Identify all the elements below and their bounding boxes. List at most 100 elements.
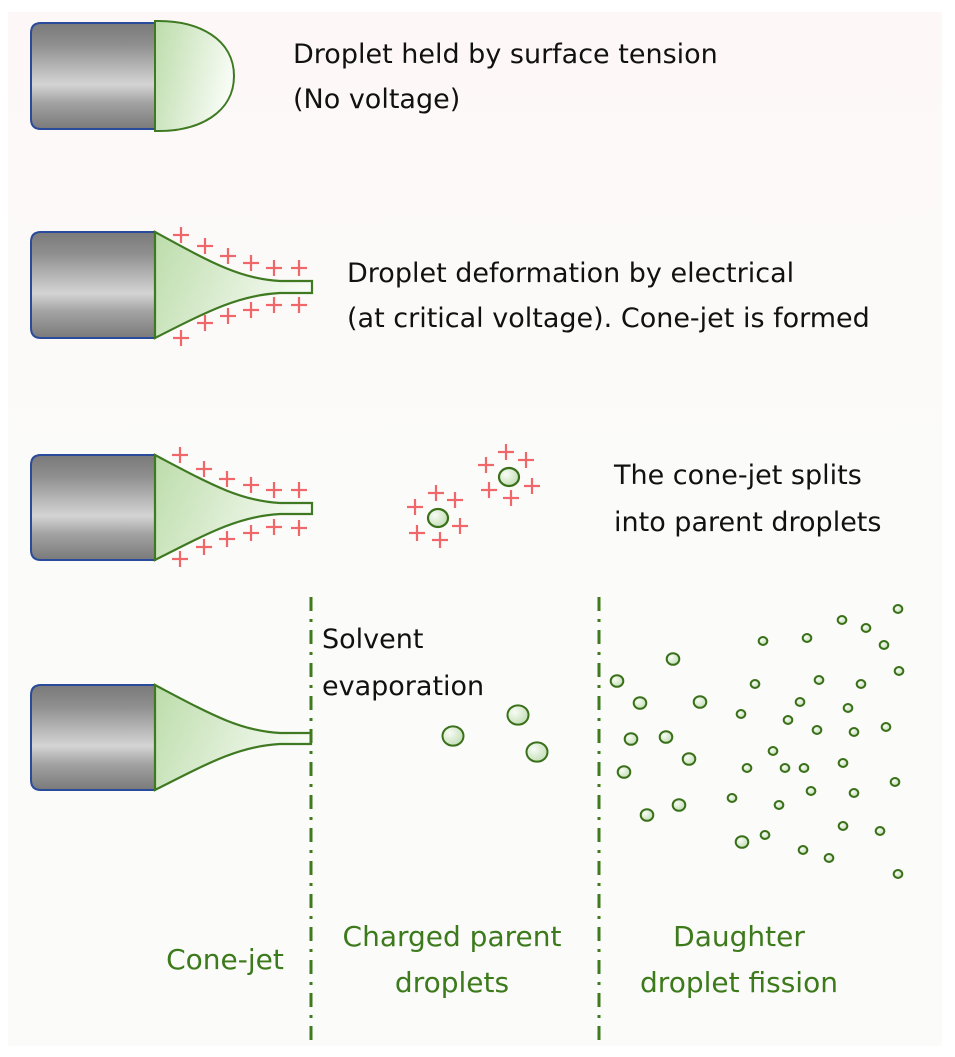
daughter-droplet: [794, 697, 806, 707]
daughter-droplet: [892, 604, 904, 614]
daughter-droplet: [837, 758, 849, 768]
daughter-droplet: [797, 845, 809, 855]
daughter-droplet: [848, 727, 860, 737]
nozzle: [30, 454, 156, 561]
daughter-droplet: [836, 615, 848, 625]
caption-line-2: evaporation: [322, 671, 484, 702]
plus-charge-icon: [219, 471, 235, 487]
plus-charge-icon: [197, 315, 213, 331]
daughter-droplet: [779, 763, 791, 773]
stage-critical-voltage: Droplet deformation by electrical (at cr…: [30, 227, 870, 346]
daughter-droplet: [798, 763, 810, 773]
plus-charge-icon: [478, 457, 494, 473]
stage-jet-split: The cone-jet splits into parent droplets: [30, 444, 881, 567]
daughter-droplet: [811, 725, 823, 735]
daughter-droplet: [623, 732, 639, 746]
parent-droplet-group: [441, 704, 549, 763]
section-label-cone-jet: Cone-jet: [166, 943, 284, 976]
plus-charge-icon: [447, 492, 463, 508]
section-label-parent-line-2: droplets: [395, 966, 509, 999]
daughter-droplet-group: [609, 604, 905, 879]
daughter-droplet: [741, 763, 753, 773]
daughter-droplet: [837, 821, 849, 831]
plus-charge-icon: [172, 447, 188, 463]
daughter-droplet: [767, 746, 779, 756]
plus-charge-icon: [428, 485, 444, 501]
daughter-droplet: [616, 765, 632, 779]
parent-droplet: [525, 741, 549, 763]
plus-charge-icon: [243, 477, 259, 493]
plus-charge-icon: [409, 525, 425, 541]
daughter-droplet: [889, 777, 901, 787]
plus-charge-icon: [407, 499, 423, 515]
charge-group: [407, 444, 540, 548]
nozzle: [30, 231, 156, 339]
nozzle: [30, 22, 156, 130]
plus-charge-icon: [481, 482, 497, 498]
daughter-droplet: [773, 800, 785, 810]
daughter-droplet: [880, 722, 892, 732]
plus-charge-icon: [503, 490, 519, 506]
parent-droplet: [497, 466, 521, 488]
daughter-droplet: [813, 675, 825, 685]
plus-charge-icon: [291, 482, 307, 498]
daughter-droplet: [842, 703, 854, 713]
daughter-droplet: [848, 788, 860, 798]
plus-charge-icon: [243, 302, 259, 318]
daughter-droplet: [757, 636, 769, 646]
charge-group: [172, 447, 307, 567]
daughter-droplet: [801, 633, 813, 643]
daughter-droplet: [658, 730, 674, 744]
cone-jet: [153, 230, 314, 340]
daughter-droplet: [692, 695, 708, 709]
plus-charge-icon: [266, 260, 282, 276]
plus-charge-icon: [243, 255, 259, 271]
caption-line-1: Droplet deformation by electrical: [347, 258, 794, 289]
plus-charge-icon: [173, 227, 189, 243]
daughter-droplet: [734, 835, 750, 849]
daughter-droplet: [726, 793, 738, 803]
caption-line-2: (No voltage): [293, 84, 460, 115]
daughter-droplet: [893, 666, 905, 676]
caption-line-1: Solvent: [322, 624, 423, 655]
daughter-droplet: [609, 674, 625, 688]
daughter-droplet: [855, 679, 867, 689]
caption-line-1: Droplet held by surface tension: [293, 39, 718, 70]
plus-charge-icon: [291, 297, 307, 313]
plus-charge-icon: [498, 444, 514, 460]
plus-charge-icon: [196, 539, 212, 555]
plus-charge-icon: [173, 330, 189, 346]
parent-droplet: [441, 725, 465, 747]
daughter-droplet: [639, 808, 655, 822]
daughter-droplet: [671, 798, 687, 812]
plus-charge-icon: [432, 532, 448, 548]
daughter-droplet: [823, 853, 835, 863]
daughter-droplet: [892, 869, 904, 879]
plus-charge-icon: [220, 248, 236, 264]
plus-charge-icon: [524, 478, 540, 494]
daughter-droplet: [878, 640, 890, 650]
stage-no-voltage: Droplet held by surface tension (No volt…: [30, 19, 718, 133]
daughter-droplet: [681, 752, 697, 766]
plus-charge-icon: [266, 519, 282, 535]
cone-jet: [153, 453, 314, 562]
daughter-droplet: [735, 709, 747, 719]
plus-charge-icon: [196, 461, 212, 477]
caption-line-1: The cone-jet splits: [613, 460, 862, 491]
parent-droplet: [506, 704, 530, 726]
section-label-parent-line-1: Charged parent: [343, 920, 562, 953]
daughter-droplet: [874, 826, 886, 836]
plus-charge-icon: [220, 308, 236, 324]
plus-charge-icon: [452, 518, 468, 534]
caption-line-2: into parent droplets: [614, 507, 881, 538]
plus-charge-icon: [243, 525, 259, 541]
daughter-droplet: [782, 715, 794, 725]
plus-charge-icon: [172, 551, 188, 567]
nozzle: [30, 684, 156, 791]
plus-charge-icon: [291, 520, 307, 536]
parent-droplet: [426, 507, 450, 529]
daughter-droplet: [759, 830, 771, 840]
plus-charge-icon: [518, 452, 534, 468]
daughter-droplet: [665, 652, 681, 666]
hemisphere-droplet: [154, 19, 236, 133]
